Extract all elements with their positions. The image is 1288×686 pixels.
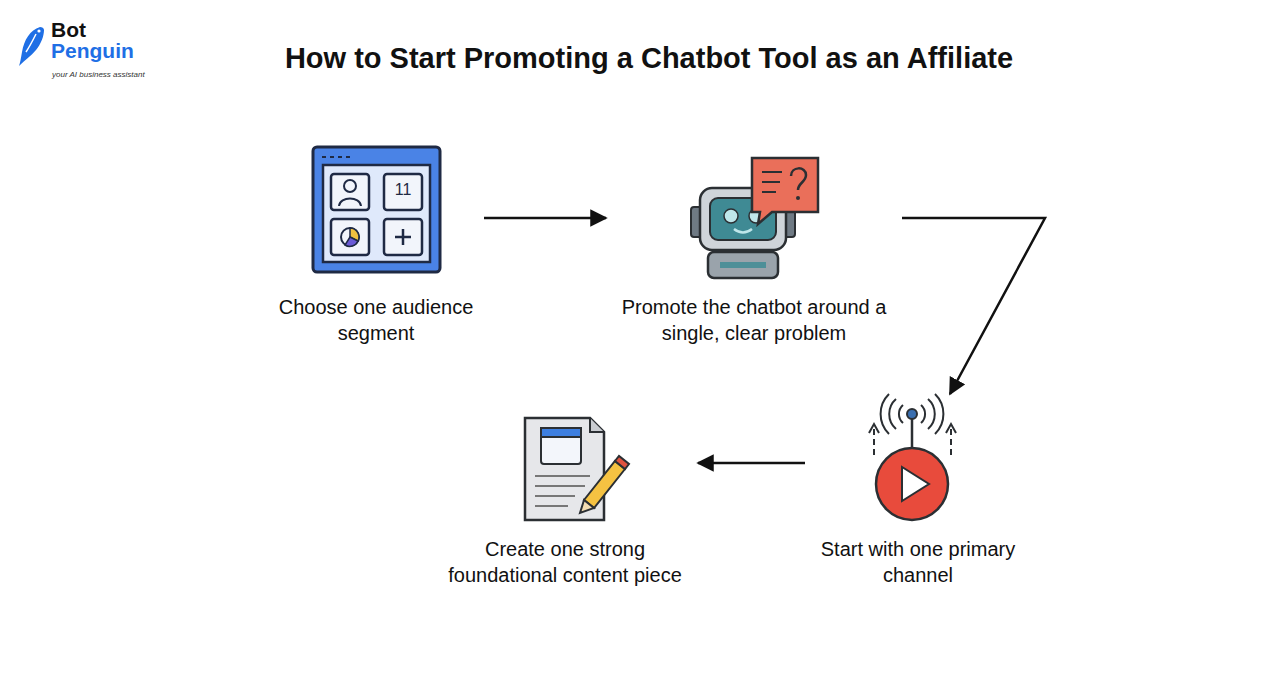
logo-mark-part <box>26 34 36 52</box>
robot-icon <box>691 158 818 278</box>
document-icon-part <box>615 456 629 469</box>
broadcast-icon-part <box>876 448 948 520</box>
flow-arrow <box>698 462 805 465</box>
document-icon <box>525 418 629 520</box>
logo-text: Penguin <box>51 39 134 63</box>
broadcast-icon-part <box>928 399 935 429</box>
logo-mark-part <box>37 29 40 32</box>
document-icon-part <box>580 500 594 513</box>
step-label: Create one strong foundational content p… <box>432 536 698 588</box>
step-label: Promote the chatbot around a single, cle… <box>606 294 902 346</box>
broadcast-icon <box>869 394 956 520</box>
robot-icon-part <box>791 168 806 190</box>
step-label: Start with one primary channel <box>805 536 1031 588</box>
broadcast-icon-part <box>881 394 889 434</box>
step-node: Start with one primary channel <box>805 394 1031 588</box>
broadcast-icon-part <box>873 428 875 455</box>
step-node: Choose one audience segment <box>268 142 484 346</box>
dashboard-icon-part <box>344 180 356 192</box>
dashboard-icon-part <box>323 165 430 262</box>
calendar-number: 11 <box>390 181 416 199</box>
robot-icon-part <box>720 262 766 268</box>
robot-icon-part <box>752 158 818 224</box>
document-icon-part <box>541 428 581 437</box>
robot-icon-part <box>708 252 778 278</box>
broadcast-icon-part <box>911 419 914 448</box>
dashboard-icon-part <box>339 199 361 207</box>
logo-mark <box>19 27 44 66</box>
broadcast-icon-part <box>907 409 917 419</box>
robot-icon-part <box>762 171 782 173</box>
flow-arrow <box>902 218 1045 394</box>
robot-icon-part <box>762 191 776 193</box>
robot-icon-part <box>796 196 800 200</box>
dashboard-icon-part <box>331 219 369 255</box>
diagram-title: How to Start Promoting a Chatbot Tool as… <box>0 42 1288 75</box>
broadcast-icon-part <box>946 424 956 433</box>
document-icon-part <box>590 418 604 432</box>
dashboard-icon-part <box>341 228 359 246</box>
flow-arrow <box>484 217 606 220</box>
dashboard-icon-part <box>395 236 411 239</box>
robot-icon-part <box>734 229 752 233</box>
broadcast-icon-part <box>899 405 903 423</box>
document-icon-part <box>535 505 568 507</box>
document-icon-part <box>584 461 625 508</box>
broadcast-icon-part <box>935 394 943 434</box>
logo-tagline: your AI business assistant <box>52 70 145 79</box>
dashboard-icon-part <box>331 174 369 210</box>
broadcast-icon-part <box>950 428 952 455</box>
document-icon-part <box>541 428 581 464</box>
robot-icon-part <box>762 181 780 183</box>
broadcast-icon-part <box>889 399 896 429</box>
broadcast-icon-part <box>921 405 925 423</box>
logo-mark-part <box>19 27 44 66</box>
step-node: Create one strong foundational content p… <box>432 406 698 588</box>
robot-icon-part <box>724 209 738 223</box>
dashboard-icon-part <box>322 156 350 158</box>
broadcast-icon-part <box>902 467 929 501</box>
document-icon-part <box>535 475 590 477</box>
dashboard-icon-part <box>313 147 440 272</box>
dashboard-icon <box>313 147 440 272</box>
dashboard-icon-part <box>384 219 422 255</box>
step-label: Choose one audience segment <box>268 294 484 346</box>
dashboard-icon-part <box>345 237 358 246</box>
broadcast-icon-part <box>869 424 879 433</box>
dashboard-icon-part <box>384 174 422 210</box>
document-icon-part <box>535 485 585 487</box>
logo-text: Bot <box>51 18 86 42</box>
step-node: Promote the chatbot around a single, cle… <box>606 142 902 346</box>
connectors <box>484 218 1045 463</box>
document-icon-part <box>535 495 575 497</box>
